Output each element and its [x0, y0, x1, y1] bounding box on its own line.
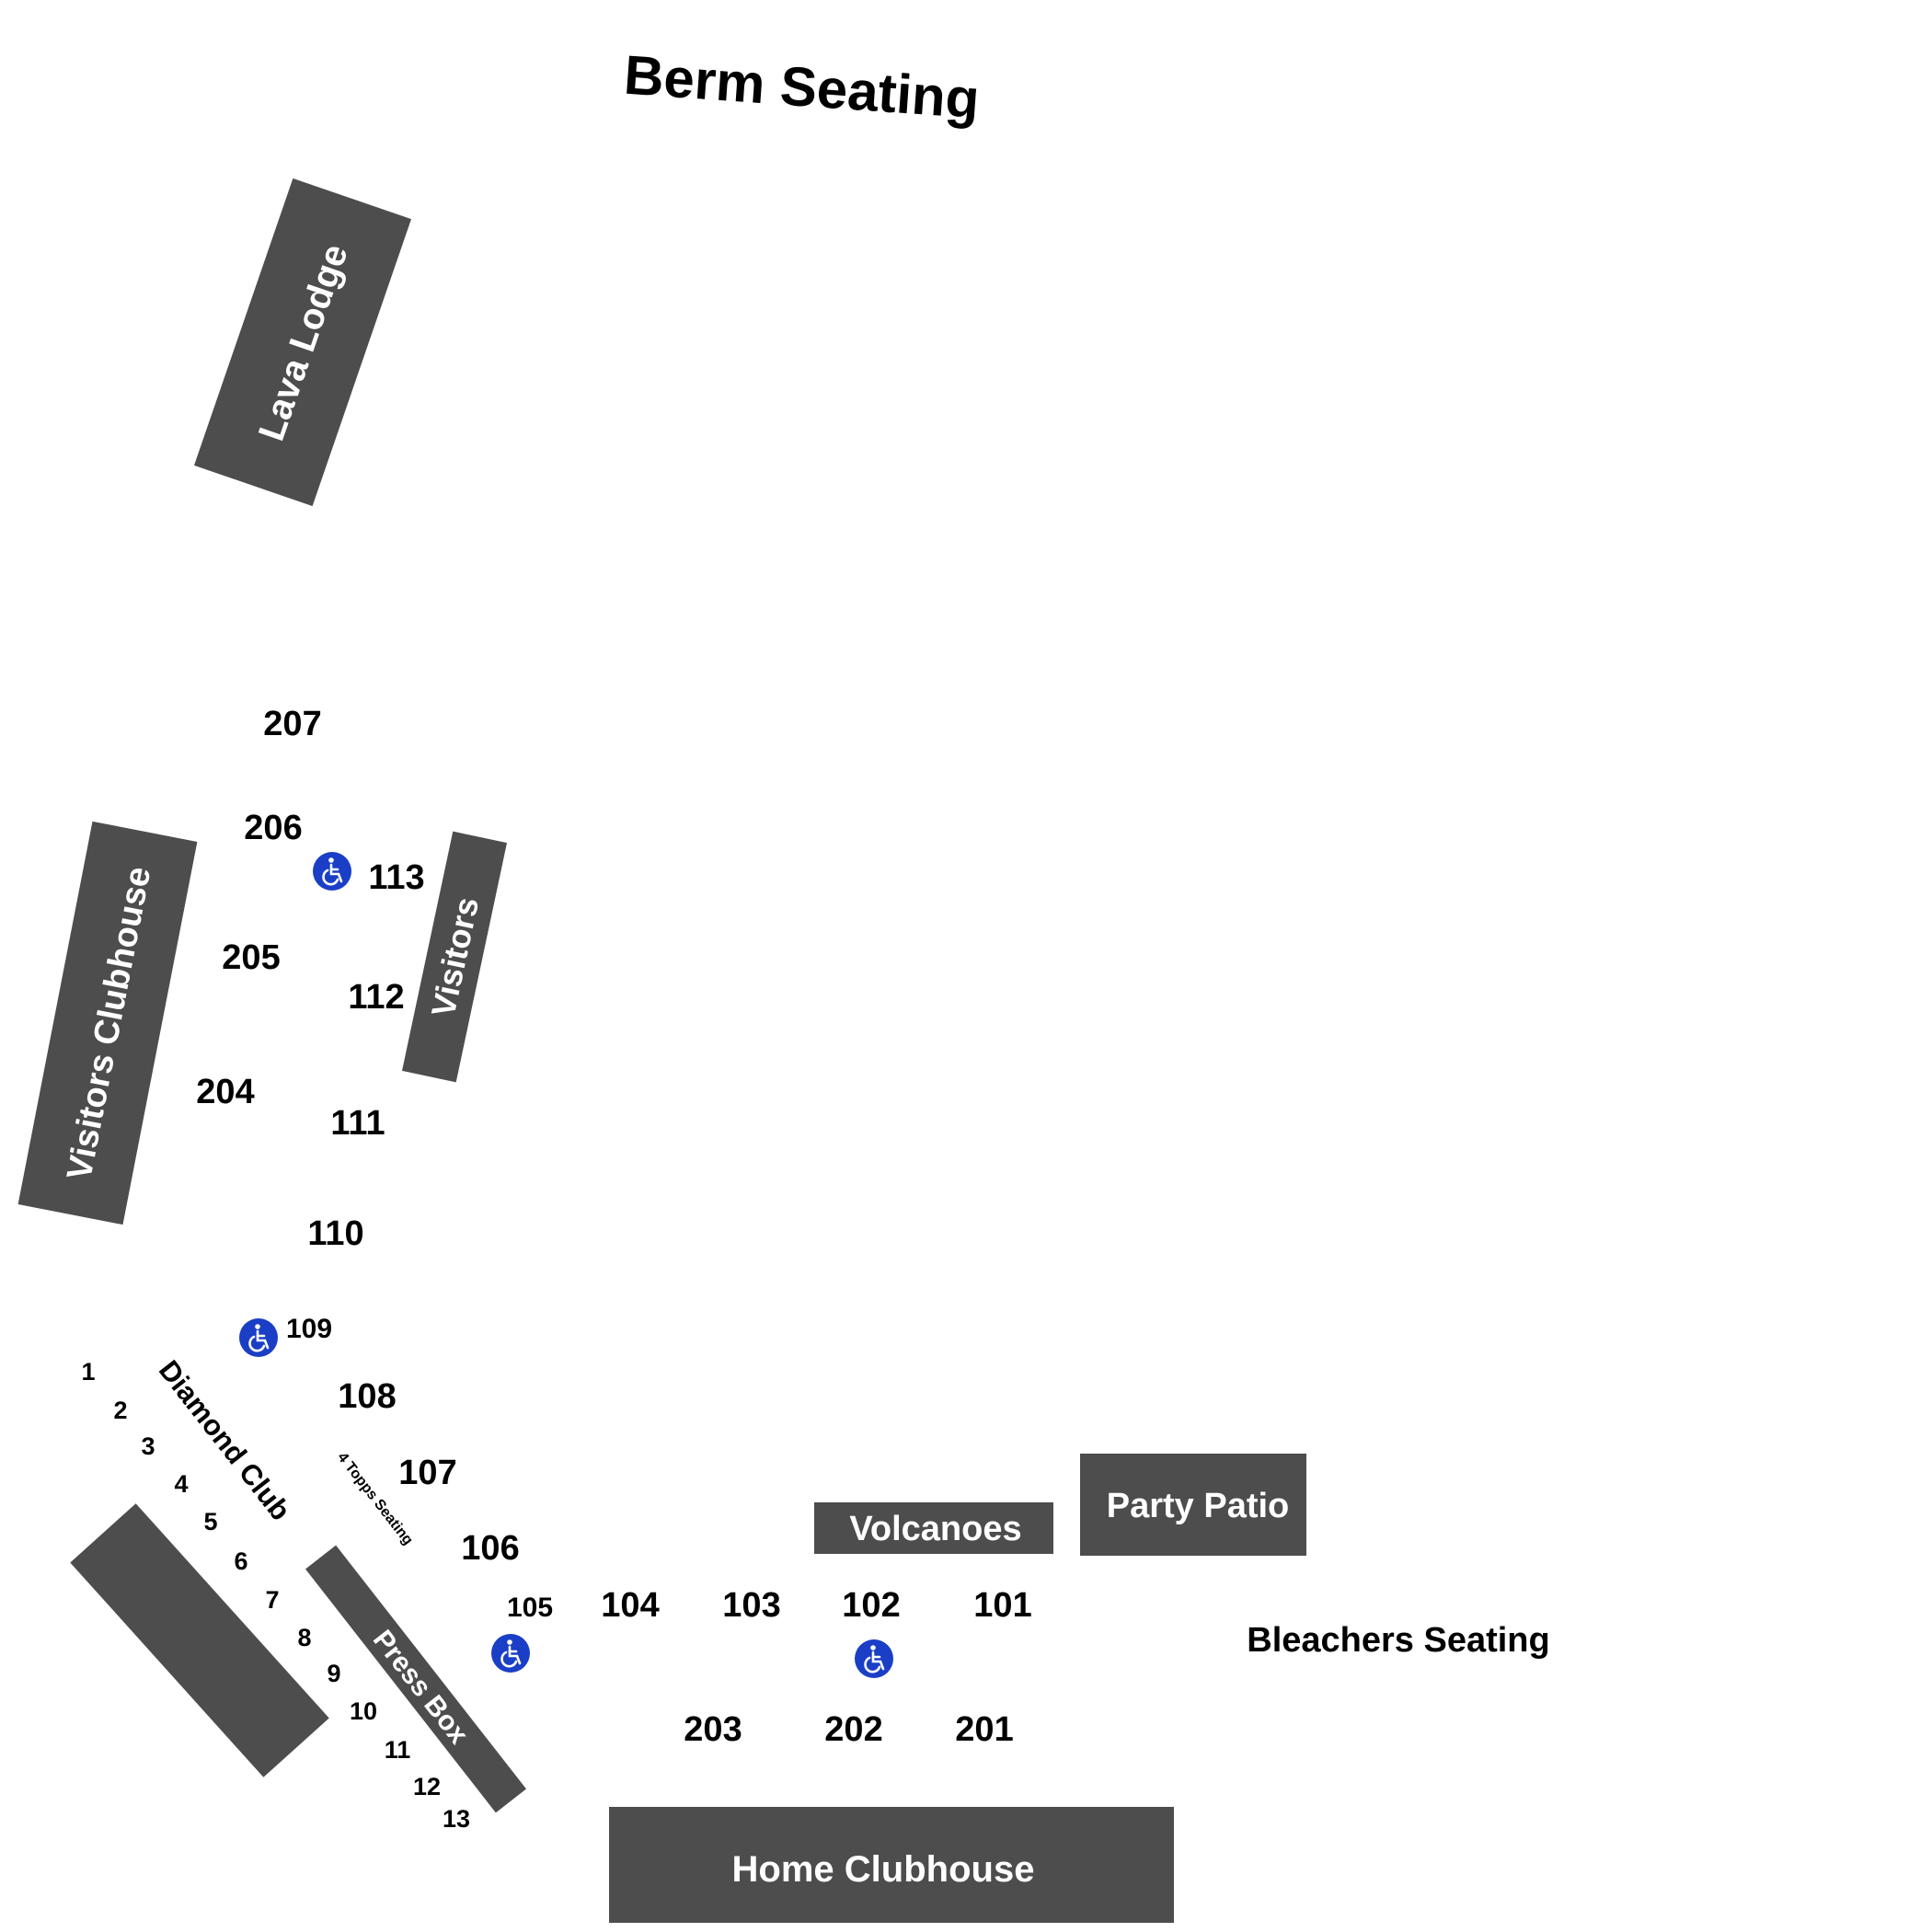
section-111[interactable]: 111	[330, 1104, 385, 1143]
section-203[interactable]: 203	[684, 1710, 742, 1749]
diamond-club-row[interactable]: 11	[385, 1736, 411, 1764]
section-107[interactable]: 107	[398, 1454, 456, 1492]
diamond-club-row[interactable]: 10	[350, 1697, 377, 1725]
section-110[interactable]: 110	[307, 1214, 363, 1253]
home-clubhouse-label: Home Clubhouse	[732, 1849, 1035, 1890]
lava-lodge[interactable]: Lava Lodge	[193, 178, 412, 507]
diamond-club-row[interactable]: 1	[81, 1358, 95, 1386]
bleachers-seating-label[interactable]: Bleachers Seating	[1247, 1621, 1549, 1660]
section-202[interactable]: 202	[824, 1710, 882, 1749]
press-box-label: Press Box	[367, 1625, 475, 1750]
section-205[interactable]: 205	[222, 938, 280, 977]
diamond-club-row[interactable]: 8	[297, 1624, 311, 1651]
diamond-club-row[interactable]: 7	[265, 1586, 279, 1614]
diamond-club-row[interactable]: 3	[141, 1432, 155, 1460]
diamond-club-label[interactable]: Diamond Club	[153, 1354, 297, 1526]
wheelchair-icon	[853, 1638, 895, 1680]
section-108[interactable]: 108	[338, 1377, 396, 1416]
diamond-club-row[interactable]: 6	[234, 1547, 247, 1575]
wheelchair-icon	[311, 850, 353, 892]
section-112[interactable]: 112	[348, 978, 404, 1017]
section-105[interactable]: 105	[507, 1593, 553, 1623]
section-102[interactable]: 102	[842, 1586, 900, 1625]
section-101[interactable]: 101	[973, 1586, 1031, 1625]
diamond-club-row[interactable]: 4	[174, 1470, 188, 1498]
volcanoes-label: Volcanoes	[849, 1510, 1021, 1548]
section-106[interactable]: 106	[461, 1529, 519, 1568]
diamond-club-row[interactable]: 13	[443, 1805, 470, 1833]
section-113[interactable]: 113	[368, 858, 424, 897]
party-patio-label: Party Patio	[1107, 1487, 1290, 1525]
wheelchair-icon	[237, 1317, 280, 1359]
section-104[interactable]: 104	[601, 1586, 659, 1625]
section-labels: 207 206 113 205 112 204 111 110 109 108 …	[196, 705, 1031, 1749]
home-clubhouse[interactable]: Home Clubhouse	[609, 1807, 1174, 1923]
section-109[interactable]: 109	[286, 1314, 332, 1344]
berm-seating-label[interactable]: Berm Seating	[622, 44, 982, 131]
diamond-club-row[interactable]: 5	[203, 1508, 217, 1535]
section-103[interactable]: 103	[722, 1586, 780, 1625]
diamond-club-block[interactable]	[70, 1503, 329, 1777]
section-201[interactable]: 201	[955, 1710, 1013, 1749]
volcanoes-dugout[interactable]: Volcanoes	[814, 1502, 1053, 1554]
section-206[interactable]: 206	[244, 809, 302, 847]
party-patio[interactable]: Party Patio	[1080, 1454, 1306, 1556]
diamond-club-rows: 1 2 3 4 5 6 7 8 9 10 11 12 13	[81, 1358, 470, 1833]
wheelchair-icon	[489, 1632, 532, 1674]
section-207[interactable]: 207	[263, 705, 321, 743]
diamond-club-row[interactable]: 12	[413, 1773, 441, 1800]
visitors-clubhouse[interactable]: Visitors Clubhouse	[17, 821, 198, 1225]
section-204[interactable]: 204	[196, 1073, 254, 1111]
diamond-club-row[interactable]: 9	[327, 1660, 340, 1687]
diamond-club-row[interactable]: 2	[113, 1397, 127, 1424]
